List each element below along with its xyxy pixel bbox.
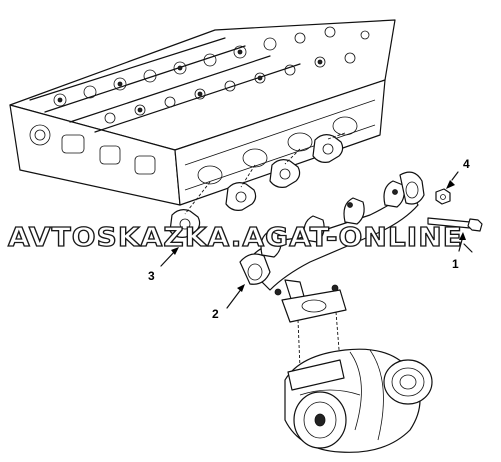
callout-label-3: 3 [148, 269, 155, 283]
manifold-nut [435, 188, 451, 205]
callout-label-1: 1 [452, 257, 459, 271]
callout-label-2: 2 [212, 307, 219, 321]
watermark-text: AVTOSKAZKA.AGAT-ONLINE [8, 223, 463, 253]
leader-lines [160, 171, 473, 309]
callout-label-4: 4 [463, 157, 470, 171]
exhaust-manifold [239, 171, 425, 323]
turbocharger [284, 311, 433, 453]
manifold-bolt [427, 217, 483, 232]
cylinder-head [9, 19, 396, 206]
manifold-gaskets [169, 132, 346, 238]
leader-arrowheads [171, 180, 466, 292]
